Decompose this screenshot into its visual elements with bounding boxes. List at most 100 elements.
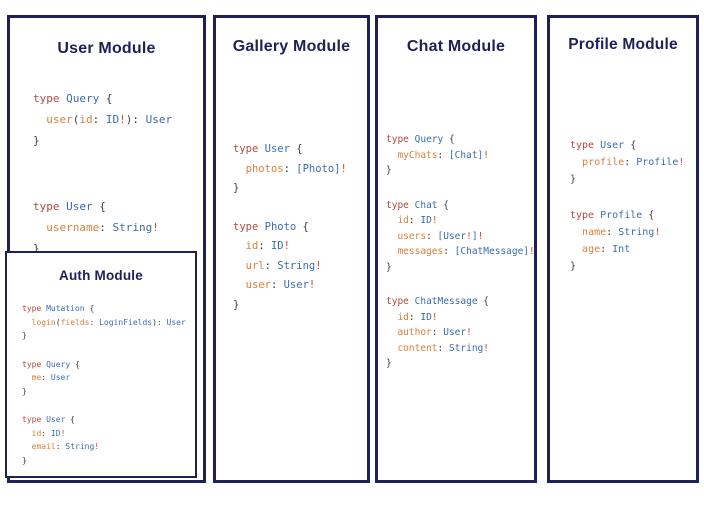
token-punctuation: {	[65, 415, 75, 424]
token-punctuation: }	[33, 134, 40, 147]
token-type-name: Mutation	[46, 304, 85, 313]
token-punctuation	[233, 260, 246, 272]
module-title-chat: Chat Module	[406, 38, 506, 55]
token-non-null-bang: !	[466, 327, 472, 338]
code-line: me: User	[22, 371, 186, 385]
code-line: type Query {	[33, 88, 172, 109]
token-punctuation: {	[437, 199, 449, 211]
token-field-name: id	[79, 113, 93, 126]
code-line: }	[233, 179, 347, 199]
token-punctuation	[233, 163, 246, 175]
token-field-name: username	[46, 221, 100, 234]
token-punctuation: {	[84, 304, 95, 313]
token-punctuation	[22, 429, 32, 438]
code-line: }	[33, 238, 172, 259]
code-block: type Mutation { login(fields: LoginField…	[22, 302, 186, 343]
token-non-null-bang: !	[483, 149, 490, 161]
token-field-name: profile	[582, 157, 625, 168]
code-block: type Query { user(id: ID!): User}	[33, 88, 172, 151]
token-type-name: Query	[46, 359, 71, 369]
token-field-name: author	[397, 327, 432, 338]
token-non-null-bang: !	[654, 227, 661, 238]
token-non-null-bang: !	[315, 259, 322, 272]
token-field-name: user	[46, 113, 73, 126]
code-line: user: User!	[233, 276, 347, 296]
code-line: type Mutation {	[22, 302, 186, 316]
token-punctuation: {	[642, 210, 655, 221]
token-punctuation: :	[437, 342, 449, 354]
token-field-name: myChats	[397, 149, 438, 161]
token-punctuation: :	[443, 246, 455, 257]
token-field-name: age	[582, 244, 601, 255]
token-type-name: Query	[66, 92, 100, 105]
token-type-name: String	[112, 221, 153, 234]
token-punctuation: }	[233, 298, 240, 311]
code-line: }	[386, 260, 535, 276]
module-title-auth: Auth Module	[59, 268, 143, 283]
code-line: profile: Profile!	[570, 154, 684, 171]
token-punctuation: }	[33, 242, 40, 255]
token-punctuation	[233, 279, 246, 291]
token-field-name: user	[245, 279, 271, 291]
token-punctuation: (	[72, 113, 80, 126]
code-line: users: [User!]!	[386, 229, 535, 245]
token-type-name: String	[448, 342, 484, 354]
token-type-name: LoginFields	[99, 317, 153, 327]
code-area-chat: type Query { myChats: [Chat]!}type Chat …	[386, 132, 535, 391]
code-area-profile: type User { profile: Profile!}type Profi…	[570, 137, 684, 294]
token-field-name: me	[31, 373, 42, 382]
token-punctuation: {	[477, 296, 489, 307]
token-type-name: User	[600, 140, 625, 151]
token-punctuation	[22, 373, 32, 382]
token-field-name: id	[31, 428, 42, 438]
code-block: type User { username: String!}	[33, 196, 172, 259]
token-field-name: content	[397, 342, 438, 354]
token-field-name: fields	[60, 317, 90, 327]
token-keyword: type	[386, 296, 409, 307]
token-punctuation	[570, 157, 582, 168]
token-keyword: type	[33, 200, 60, 213]
token-punctuation	[33, 113, 46, 126]
token-field-name: photos	[245, 162, 284, 175]
token-type-name: Profile	[600, 210, 643, 221]
token-punctuation: }	[22, 455, 27, 465]
token-punctuation: :	[89, 317, 100, 327]
module-title-user: User Module	[57, 40, 156, 57]
token-non-null-bang: !	[340, 162, 347, 175]
code-line: type User {	[570, 137, 684, 154]
token-punctuation: :	[283, 162, 297, 175]
token-punctuation: }	[22, 331, 27, 340]
code-line: username: String!	[33, 217, 172, 238]
token-non-null-bang: !	[119, 113, 126, 126]
code-line: type Photo {	[233, 218, 347, 238]
token-non-null-bang: !	[308, 279, 316, 291]
token-punctuation: :	[41, 373, 51, 382]
token-punctuation	[233, 240, 246, 252]
token-punctuation: :	[600, 244, 613, 255]
token-punctuation: :	[408, 215, 421, 226]
token-type-name: ID	[270, 240, 284, 252]
token-type-name: Photo	[264, 220, 297, 233]
code-block: type ChatMessage { id: ID! author: User!…	[386, 294, 535, 372]
token-non-null-bang: !	[60, 428, 66, 438]
code-line: }	[22, 385, 186, 399]
code-area-auth: type Mutation { login(fields: LoginField…	[22, 302, 186, 482]
token-punctuation: {	[99, 92, 113, 105]
code-line: myChats: [Chat]!	[386, 148, 535, 164]
token-punctuation: :	[258, 240, 271, 252]
code-line: name: String!	[570, 224, 684, 241]
token-punctuation	[22, 442, 32, 451]
code-line: type User {	[233, 140, 347, 160]
token-type-name: User	[283, 279, 309, 291]
token-punctuation: :	[55, 442, 66, 451]
token-punctuation: :	[92, 113, 106, 126]
token-non-null-bang: !	[477, 230, 484, 242]
token-keyword: type	[22, 304, 42, 313]
token-type-name: User	[66, 200, 93, 213]
token-punctuation: ):	[152, 317, 167, 327]
panel-auth-module: Auth Module type Mutation { login(fields…	[5, 251, 197, 478]
token-type-name: User	[166, 317, 186, 327]
token-type-name: [Chat]	[448, 149, 484, 161]
token-non-null-bang: !	[152, 221, 159, 234]
code-line: type Query {	[22, 358, 186, 372]
